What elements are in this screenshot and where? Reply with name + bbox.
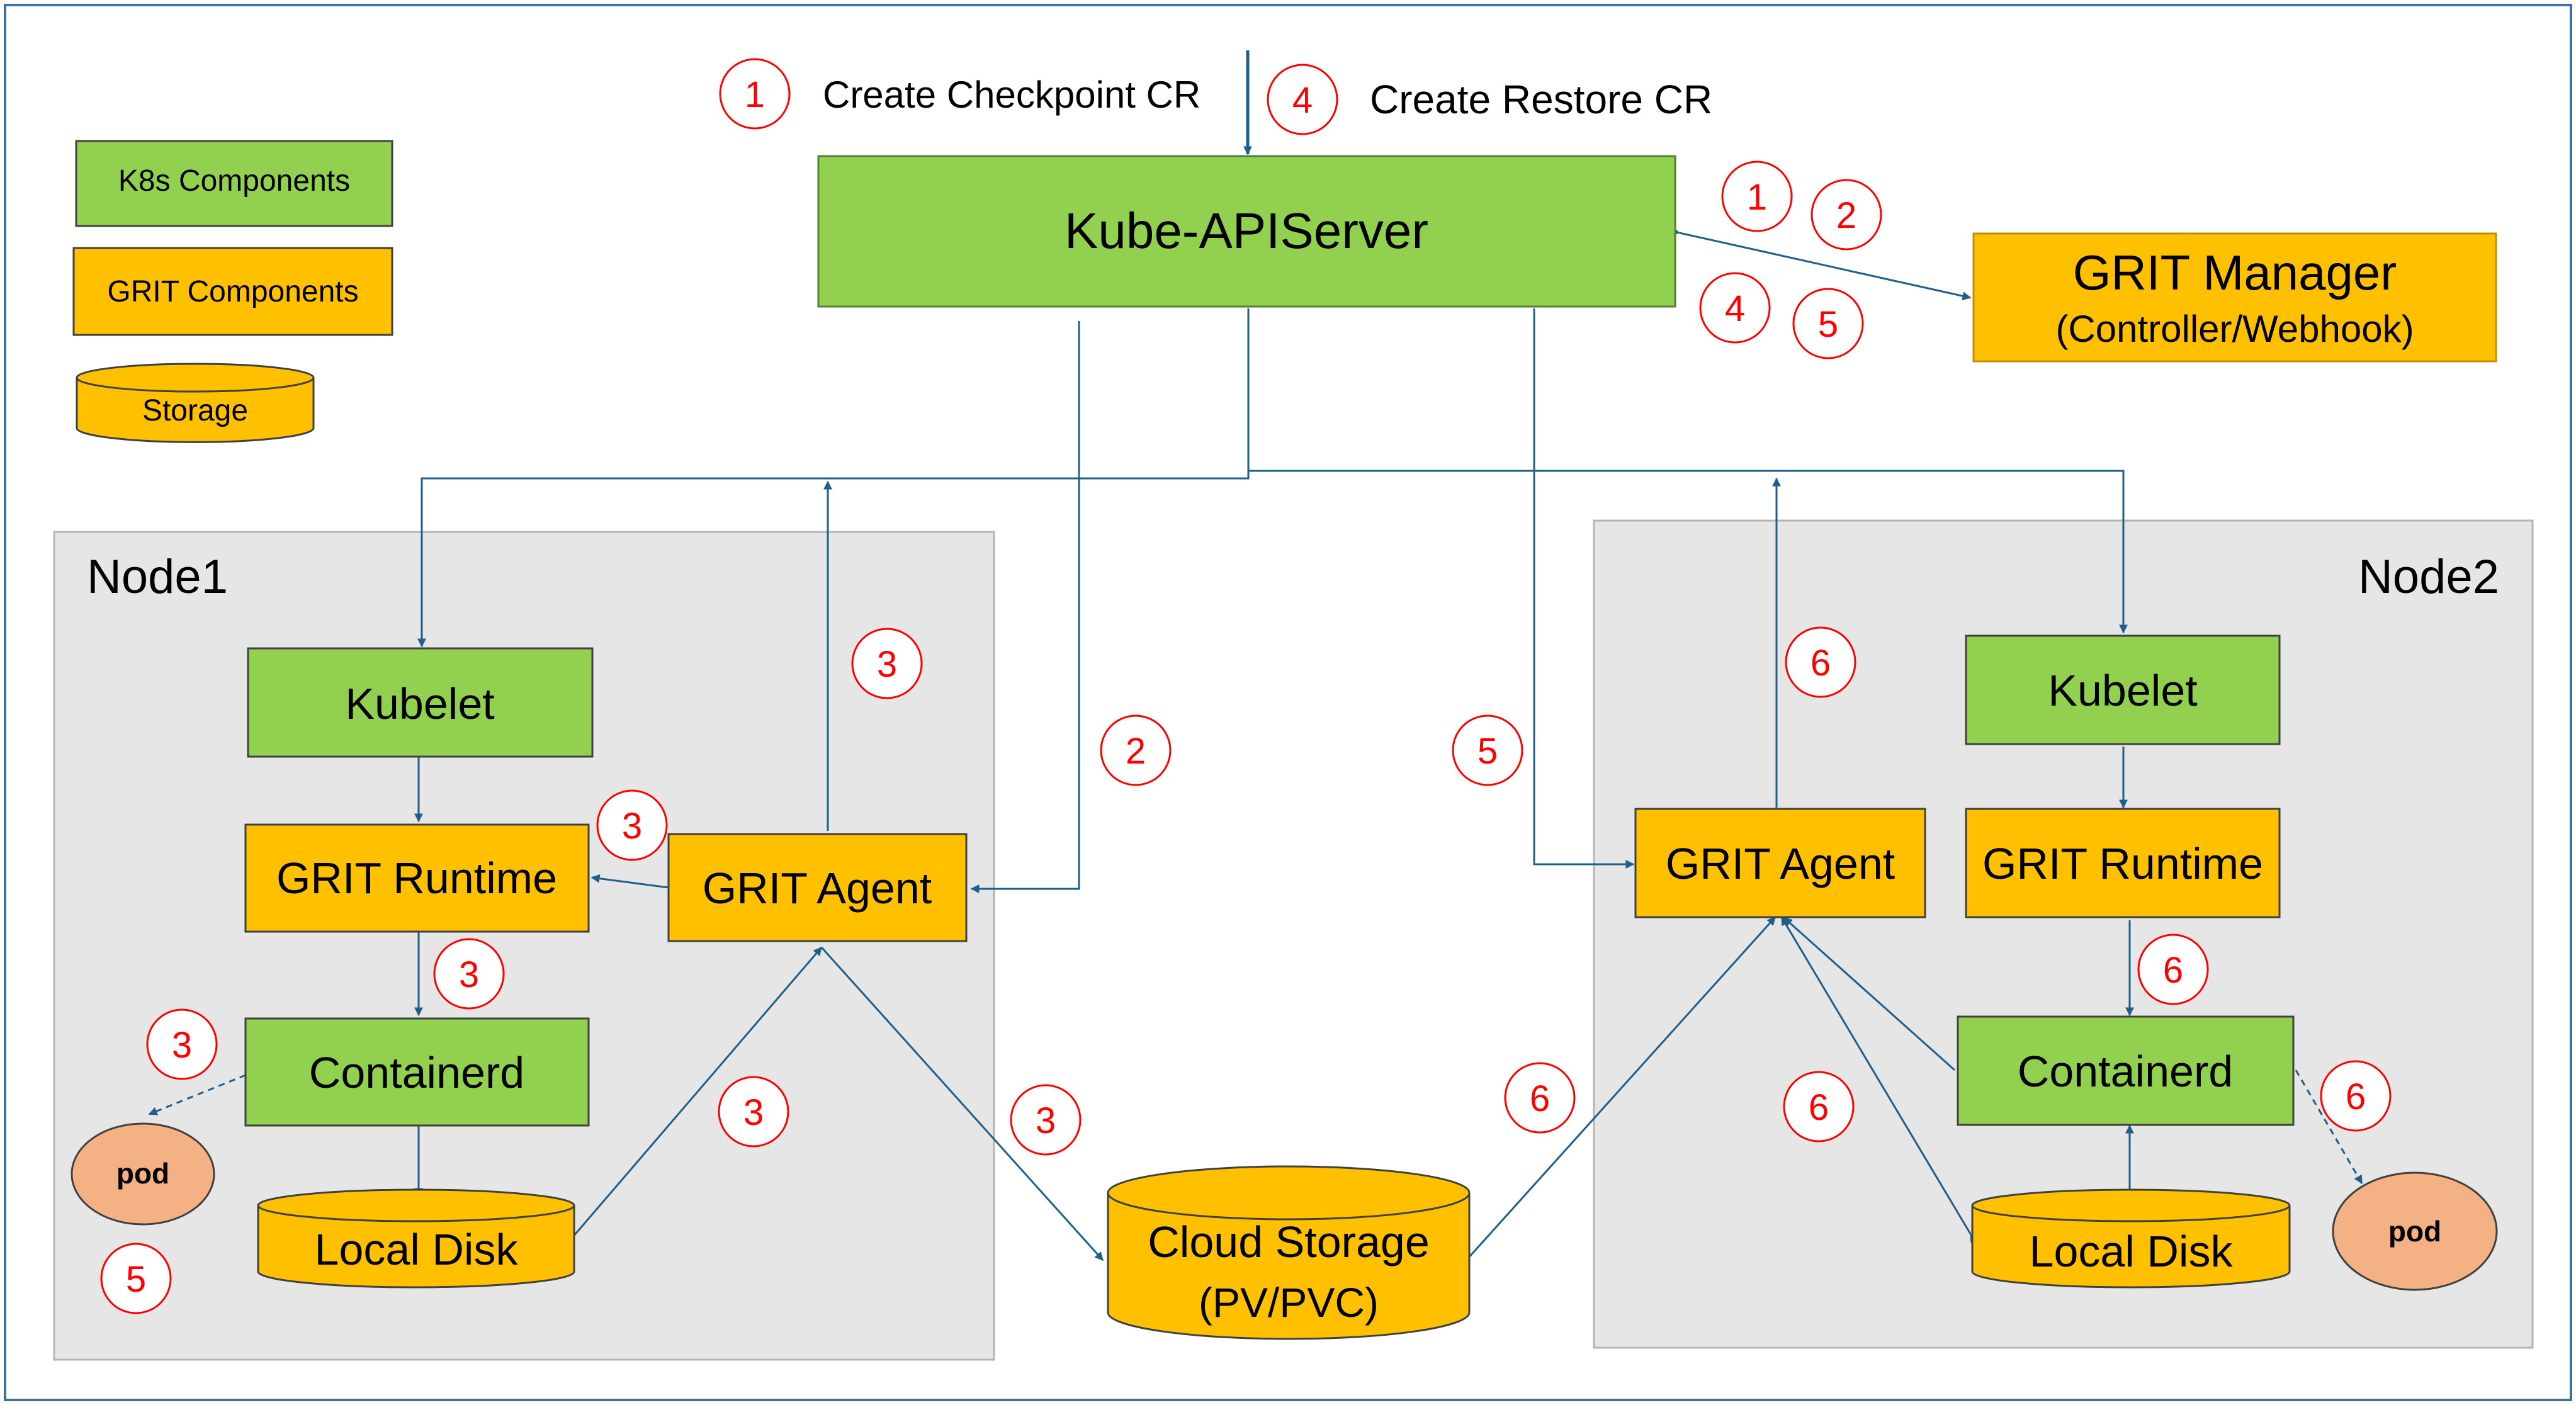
step-badge xyxy=(1504,1062,1576,1134)
node1-containerd-box xyxy=(244,1017,590,1127)
step-badge xyxy=(146,1008,218,1080)
node2-disk-agent-arrow xyxy=(1780,916,1979,1243)
legend: K8s Components GRIT Components Storage xyxy=(72,140,393,443)
node2-containerd-box xyxy=(1957,1015,2295,1126)
svg-text:3: 3 xyxy=(459,954,479,995)
step-badge xyxy=(1785,626,1856,698)
create-checkpoint-label: Create Checkpoint CR xyxy=(823,74,1200,116)
step-badge xyxy=(2137,934,2209,1005)
node1-agent-to-runtime-arrow xyxy=(590,874,669,889)
legend-grit-swatch xyxy=(72,247,393,336)
svg-text:1: 1 xyxy=(1747,177,1767,218)
node2-agent-label: GRIT Agent xyxy=(1666,839,1895,888)
apiserver-to-node1-kubelet-arrow xyxy=(417,308,1250,648)
node1-agent-to-cloud-arrow xyxy=(820,946,1104,1261)
node1-kubelet-label: Kubelet xyxy=(345,679,494,728)
step-badge xyxy=(1010,1084,1082,1156)
svg-text:1: 1 xyxy=(745,74,765,115)
node1-pod xyxy=(71,1122,215,1226)
step-badge xyxy=(851,628,923,699)
grit-manager-box xyxy=(1972,232,2497,363)
step-badge xyxy=(1699,272,1771,344)
node2-local-disk-label: Local Disk xyxy=(2030,1227,2234,1276)
step-badge xyxy=(1267,64,1338,135)
node1-agent-label: GRIT Agent xyxy=(703,864,932,913)
legend-storage-icon xyxy=(76,378,315,443)
svg-text:3: 3 xyxy=(622,806,642,847)
node2-runtime-box xyxy=(1965,808,2281,918)
node1-containerd-label: Containerd xyxy=(309,1048,524,1097)
svg-text:2: 2 xyxy=(1126,731,1146,772)
connectors xyxy=(148,50,2363,1261)
node2-agent-box xyxy=(1634,808,1926,918)
svg-text:6: 6 xyxy=(2163,950,2183,991)
node2-runtime-label: GRIT Runtime xyxy=(1982,839,2263,888)
apiserver-manager-arrow xyxy=(1671,227,1972,301)
step-badge xyxy=(1811,179,1882,251)
node2-pod xyxy=(2332,1171,2498,1291)
node2-kubelet-box xyxy=(1965,635,2281,745)
legend-storage-label: Storage xyxy=(142,394,248,427)
svg-text:4: 4 xyxy=(1725,288,1745,329)
step-badge xyxy=(433,938,505,1010)
step-badge xyxy=(2320,1060,2392,1132)
node1-title: Node1 xyxy=(87,550,228,604)
apiserver-to-node2-agent-arrow xyxy=(1533,308,1635,869)
svg-text:3: 3 xyxy=(1036,1100,1056,1141)
node1-local-disk xyxy=(257,1205,575,1289)
svg-text:6: 6 xyxy=(1530,1078,1550,1119)
svg-text:5: 5 xyxy=(126,1259,146,1300)
svg-text:6: 6 xyxy=(1811,643,1831,684)
node1-local-disk-label: Local Disk xyxy=(315,1225,519,1274)
apiserver-to-node1-agent-arrow xyxy=(970,321,1080,893)
step-badge xyxy=(1100,714,1172,786)
node1-pod-label: pod xyxy=(116,1157,169,1190)
apiserver-to-node2-kubelet-arrow xyxy=(1248,470,2128,634)
svg-text:6: 6 xyxy=(2346,1076,2366,1117)
step-badge xyxy=(596,789,668,861)
node1-agent-box xyxy=(667,833,968,942)
node1-runtime-box xyxy=(244,823,590,933)
node1-runtime-label: GRIT Runtime xyxy=(276,854,557,903)
step-badge xyxy=(718,1076,789,1148)
svg-text:5: 5 xyxy=(1477,731,1498,772)
grit-manager-title: GRIT Manager xyxy=(2073,245,2397,300)
cloud-storage-label: Cloud Storage xyxy=(1148,1217,1430,1267)
legend-k8s-label: K8s Components xyxy=(118,164,350,198)
cloud-storage xyxy=(1107,1193,1471,1340)
node2-pod-label: pod xyxy=(2388,1215,2441,1248)
svg-text:3: 3 xyxy=(877,644,897,685)
node2-kubelet-label: Kubelet xyxy=(2048,666,2197,715)
node2-local-disk xyxy=(1971,1205,2291,1289)
create-restore-label: Create Restore CR xyxy=(1370,77,1712,122)
node1-kubelet-box xyxy=(247,647,594,758)
kube-apiserver-box xyxy=(817,155,1676,308)
step-badge xyxy=(719,58,791,130)
svg-text:5: 5 xyxy=(1818,304,1838,345)
step-badge xyxy=(1783,1071,1855,1143)
svg-text:4: 4 xyxy=(1292,80,1313,121)
cloud-storage-sublabel: (PV/PVC) xyxy=(1199,1279,1379,1326)
step-badge xyxy=(100,1243,172,1314)
node2-title: Node2 xyxy=(2358,550,2499,604)
legend-grit-label: GRIT Components xyxy=(107,275,358,308)
step-badge xyxy=(1792,288,1864,359)
node2-containerd-label: Containerd xyxy=(2018,1047,2233,1096)
node1-containerd-to-pod-arrow xyxy=(148,1074,246,1115)
svg-text:3: 3 xyxy=(172,1025,192,1066)
node1-disk-to-agent-arrow xyxy=(572,946,823,1238)
svg-text:2: 2 xyxy=(1836,195,1856,236)
grit-manager-subtitle: (Controller/Webhook) xyxy=(2055,308,2414,350)
svg-text:6: 6 xyxy=(1809,1087,1829,1128)
legend-k8s-swatch xyxy=(75,140,393,227)
step-badge xyxy=(1452,714,1523,786)
cloud-to-node2-agent-arrow xyxy=(1466,916,1777,1260)
step-badge xyxy=(1721,161,1793,232)
kube-apiserver-label: Kube-APIServer xyxy=(1065,203,1428,259)
svg-text:3: 3 xyxy=(743,1092,764,1133)
